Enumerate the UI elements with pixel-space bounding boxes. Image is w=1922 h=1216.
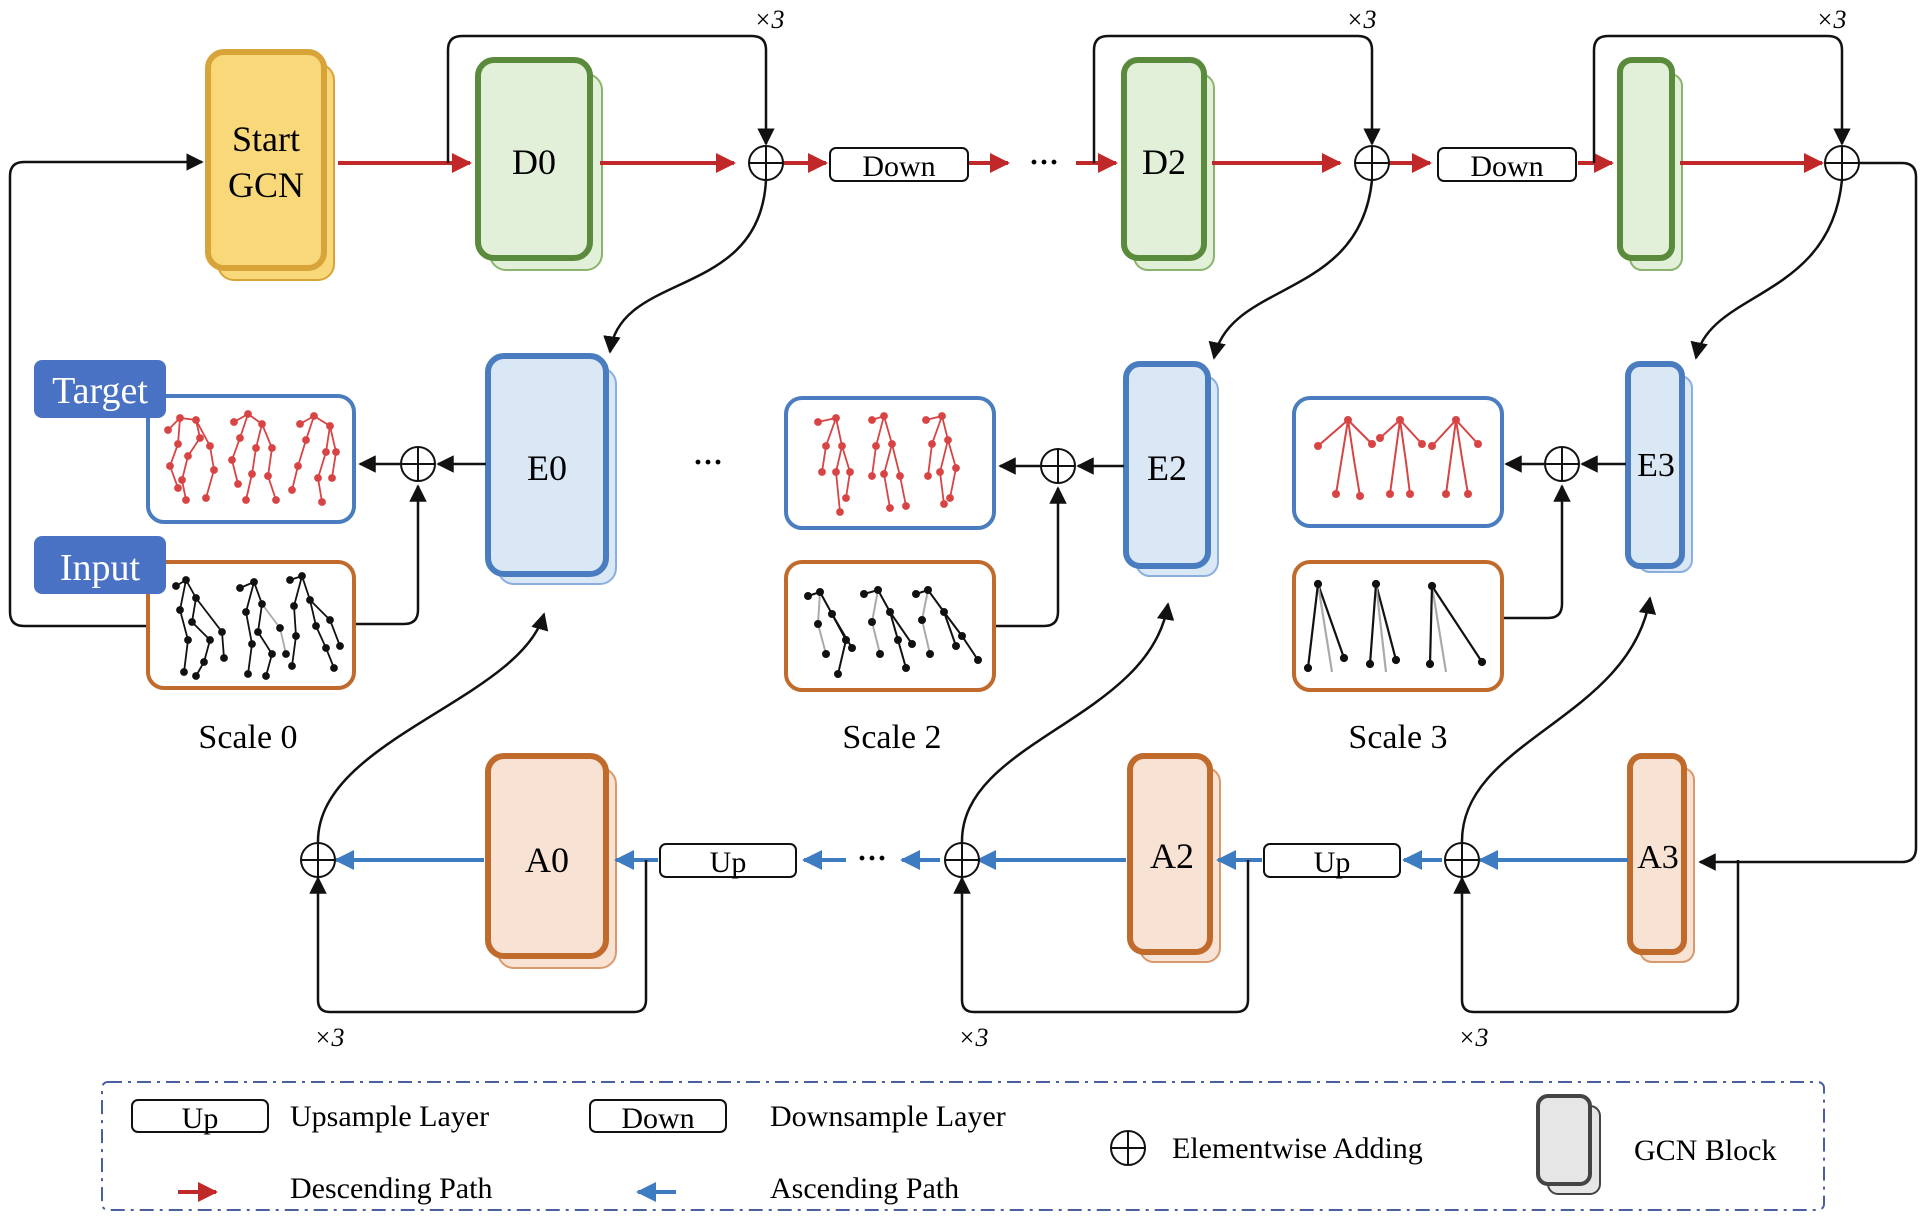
- top-to-a3-connector: [1698, 161, 1918, 871]
- down-layer-0-label: Down: [862, 150, 935, 183]
- legend-down-box: [589, 1099, 727, 1133]
- d0-block: D0: [475, 57, 603, 271]
- e2-label: E2: [1147, 448, 1187, 488]
- skip-loops-bottom: [309, 860, 1740, 1014]
- down-layer-2: Down: [1437, 147, 1577, 183]
- scale3-label: Scale 3: [1348, 719, 1447, 756]
- scale2-input-poses: [804, 586, 982, 678]
- target-tag-label: Target: [52, 370, 148, 412]
- a2-block: A2: [1127, 753, 1221, 963]
- adder-bottom-2: [944, 842, 980, 878]
- scale2-target-poses: [814, 412, 960, 516]
- start-gcn-label-2: GCN: [228, 165, 304, 205]
- e3-label: E3: [1637, 447, 1675, 484]
- scale3-target-panel: [1292, 396, 1504, 528]
- target-tag: Target: [34, 360, 166, 418]
- start-gcn-label-1: Start: [232, 119, 300, 159]
- adder-top-3: [1824, 145, 1860, 181]
- scale0-label: Scale 0: [198, 719, 297, 756]
- scale0-input-panel: [146, 560, 356, 690]
- e3-block: E3: [1625, 361, 1693, 573]
- scale2-target-panel: [784, 396, 996, 530]
- down-layer-2-label: Down: [1470, 150, 1543, 183]
- scale0-target-poses: [164, 410, 340, 506]
- up-layer-0-label: Up: [710, 846, 747, 879]
- scale3-target-poses: [1314, 416, 1482, 500]
- adder-to-e-curves: [603, 179, 1844, 360]
- middle-connectors: [356, 455, 1626, 628]
- a3-block: A3: [1627, 753, 1695, 963]
- scale2-input-panel: [784, 560, 996, 692]
- ellipsis-middle: ···: [693, 446, 723, 479]
- d2-block: D2: [1121, 57, 1215, 271]
- scale0-target-panel: [146, 394, 356, 524]
- scale0-input-poses: [172, 572, 344, 680]
- a2-label: A2: [1150, 836, 1194, 876]
- repeat-bottom-2: ×3: [958, 1023, 989, 1052]
- adder-top-2: [1354, 145, 1390, 181]
- legend-up-box-label: Up: [182, 1102, 219, 1135]
- scale3-input-poses: [1303, 579, 1487, 673]
- e2-block: E2: [1123, 361, 1219, 577]
- input-to-start-loop: [8, 153, 204, 628]
- up-layer-0: Up: [659, 843, 797, 879]
- scale3-input-panel: [1292, 560, 1504, 692]
- adder-top-0: [748, 145, 784, 181]
- a0-block: A0: [485, 753, 617, 969]
- repeat-top-3: ×3: [1816, 5, 1847, 34]
- a3-label: A3: [1637, 839, 1679, 876]
- repeat-top-2: ×3: [1346, 5, 1377, 34]
- legend-ascending: Ascending Path: [770, 1172, 959, 1205]
- adder-mid-3: [1544, 446, 1580, 482]
- adder-to-e-up-curves: [316, 596, 1657, 844]
- legend-gcn-block-icon: [1536, 1094, 1601, 1195]
- d0-label: D0: [512, 142, 556, 182]
- legend-adder-icon: [1110, 1130, 1146, 1166]
- ellipsis-bottom: ···: [857, 842, 887, 875]
- legend-add-desc: Elementwise Adding: [1172, 1132, 1423, 1165]
- scale2-label: Scale 2: [842, 719, 941, 756]
- legend-up-desc: Upsample Layer: [290, 1100, 489, 1133]
- e0-block: E0: [485, 353, 617, 585]
- skip-loops-top: [446, 34, 1851, 163]
- d2-label: D2: [1142, 142, 1186, 182]
- adder-mid-2: [1040, 448, 1076, 484]
- a0-label: A0: [525, 840, 569, 880]
- repeat-top-0: ×3: [754, 5, 785, 34]
- d3-block: [1617, 57, 1683, 271]
- repeat-bottom-0: ×3: [314, 1023, 345, 1052]
- adder-bottom-0: [300, 842, 336, 878]
- legend-up-box: [131, 1099, 269, 1133]
- up-layer-2: Up: [1263, 843, 1401, 879]
- adder-bottom-3: [1444, 842, 1480, 878]
- legend: Up Upsample Layer Down Downsample Layer …: [101, 1081, 1825, 1211]
- legend-down-box-label: Down: [621, 1102, 694, 1135]
- input-tag: Input: [34, 536, 166, 594]
- legend-descending: Descending Path: [290, 1172, 492, 1205]
- input-tag-label: Input: [60, 547, 141, 589]
- ellipsis-top: ···: [1029, 146, 1059, 179]
- adder-mid-0: [400, 446, 436, 482]
- start-gcn-block: Start GCN: [205, 49, 335, 281]
- legend-down-desc: Downsample Layer: [770, 1100, 1006, 1133]
- down-layer-0: Down: [829, 147, 969, 183]
- up-layer-2-label: Up: [1314, 846, 1351, 879]
- legend-gcn-desc: GCN Block: [1634, 1134, 1777, 1167]
- e0-label: E0: [527, 448, 567, 488]
- repeat-bottom-3: ×3: [1458, 1023, 1489, 1052]
